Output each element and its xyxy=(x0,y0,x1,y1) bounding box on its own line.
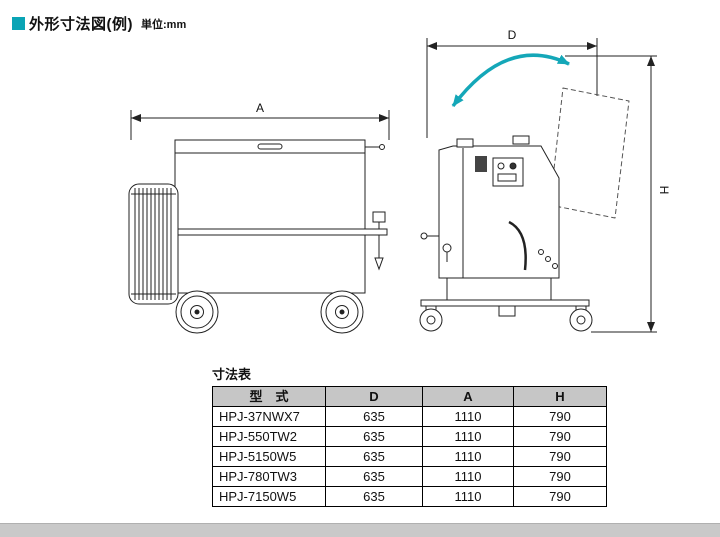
col-header-h: H xyxy=(513,386,607,407)
cell-h: 790 xyxy=(513,406,607,427)
cell-a: 1110 xyxy=(422,446,514,467)
title-bullet-icon xyxy=(12,17,25,30)
dimension-h xyxy=(565,55,657,333)
col-header-model: 型 式 xyxy=(212,386,326,407)
table-row: HPJ-550TW2 635 1110 790 xyxy=(212,426,607,447)
dimension-table: 型 式 D A H HPJ-37NWX7 635 1110 790 HPJ-55… xyxy=(212,386,607,507)
page-bottom-bar xyxy=(0,523,720,537)
cell-d: 635 xyxy=(325,406,423,427)
table-caption: 寸法表 xyxy=(212,367,252,382)
front-machine-body xyxy=(128,139,388,334)
dimension-a xyxy=(130,110,390,140)
cell-a: 1110 xyxy=(422,486,514,507)
cell-a: 1110 xyxy=(422,466,514,487)
cell-model: HPJ-5150W5 xyxy=(212,446,326,467)
hose-reel xyxy=(128,183,179,305)
col-header-d: D xyxy=(325,386,423,407)
table-row: HPJ-7150W5 635 1110 790 xyxy=(212,486,607,507)
unit-label: 単位:mm xyxy=(141,18,187,31)
spray-gun xyxy=(372,211,386,271)
table-row: HPJ-780TW3 635 1110 790 xyxy=(212,466,607,487)
open-lid-outline xyxy=(549,87,630,219)
front-view-drawing: A xyxy=(128,101,390,334)
table-header-row: 型 式 D A H xyxy=(212,386,607,407)
cell-d: 635 xyxy=(325,486,423,507)
cell-h: 790 xyxy=(513,486,607,507)
dimension-d xyxy=(426,38,598,138)
table-row: HPJ-37NWX7 635 1110 790 xyxy=(212,406,607,427)
cell-model: HPJ-550TW2 xyxy=(212,426,326,447)
cell-a: 1110 xyxy=(422,426,514,447)
page-header: 外形寸法図(例) 単位:mm xyxy=(12,13,186,34)
dimension-table-section: 寸法表 型 式 D A H HPJ-37NWX7 635 1110 790 HP… xyxy=(212,364,607,507)
side-view-drawing: D H xyxy=(419,28,671,333)
page-title: 外形寸法図(例) xyxy=(29,16,133,33)
cell-d: 635 xyxy=(325,426,423,447)
lid-motion-arrow-icon xyxy=(451,53,570,108)
cell-h: 790 xyxy=(513,426,607,447)
table-row: HPJ-5150W5 635 1110 790 xyxy=(212,446,607,467)
cell-model: HPJ-7150W5 xyxy=(212,486,326,507)
col-header-a: A xyxy=(422,386,514,407)
cell-model: HPJ-37NWX7 xyxy=(212,406,326,427)
side-wheel-right xyxy=(569,305,593,332)
side-wheel-left xyxy=(419,305,443,332)
cell-d: 635 xyxy=(325,466,423,487)
side-machine-body xyxy=(419,135,593,332)
cell-a: 1110 xyxy=(422,406,514,427)
front-wheel-right xyxy=(320,290,364,334)
cell-d: 635 xyxy=(325,446,423,467)
cell-h: 790 xyxy=(513,446,607,467)
dim-label-a: A xyxy=(256,101,264,115)
dim-label-d: D xyxy=(508,28,517,42)
cell-model: HPJ-780TW3 xyxy=(212,466,326,487)
dim-label-h: H xyxy=(657,186,671,195)
cell-h: 790 xyxy=(513,466,607,487)
front-wheel-left xyxy=(175,290,219,334)
